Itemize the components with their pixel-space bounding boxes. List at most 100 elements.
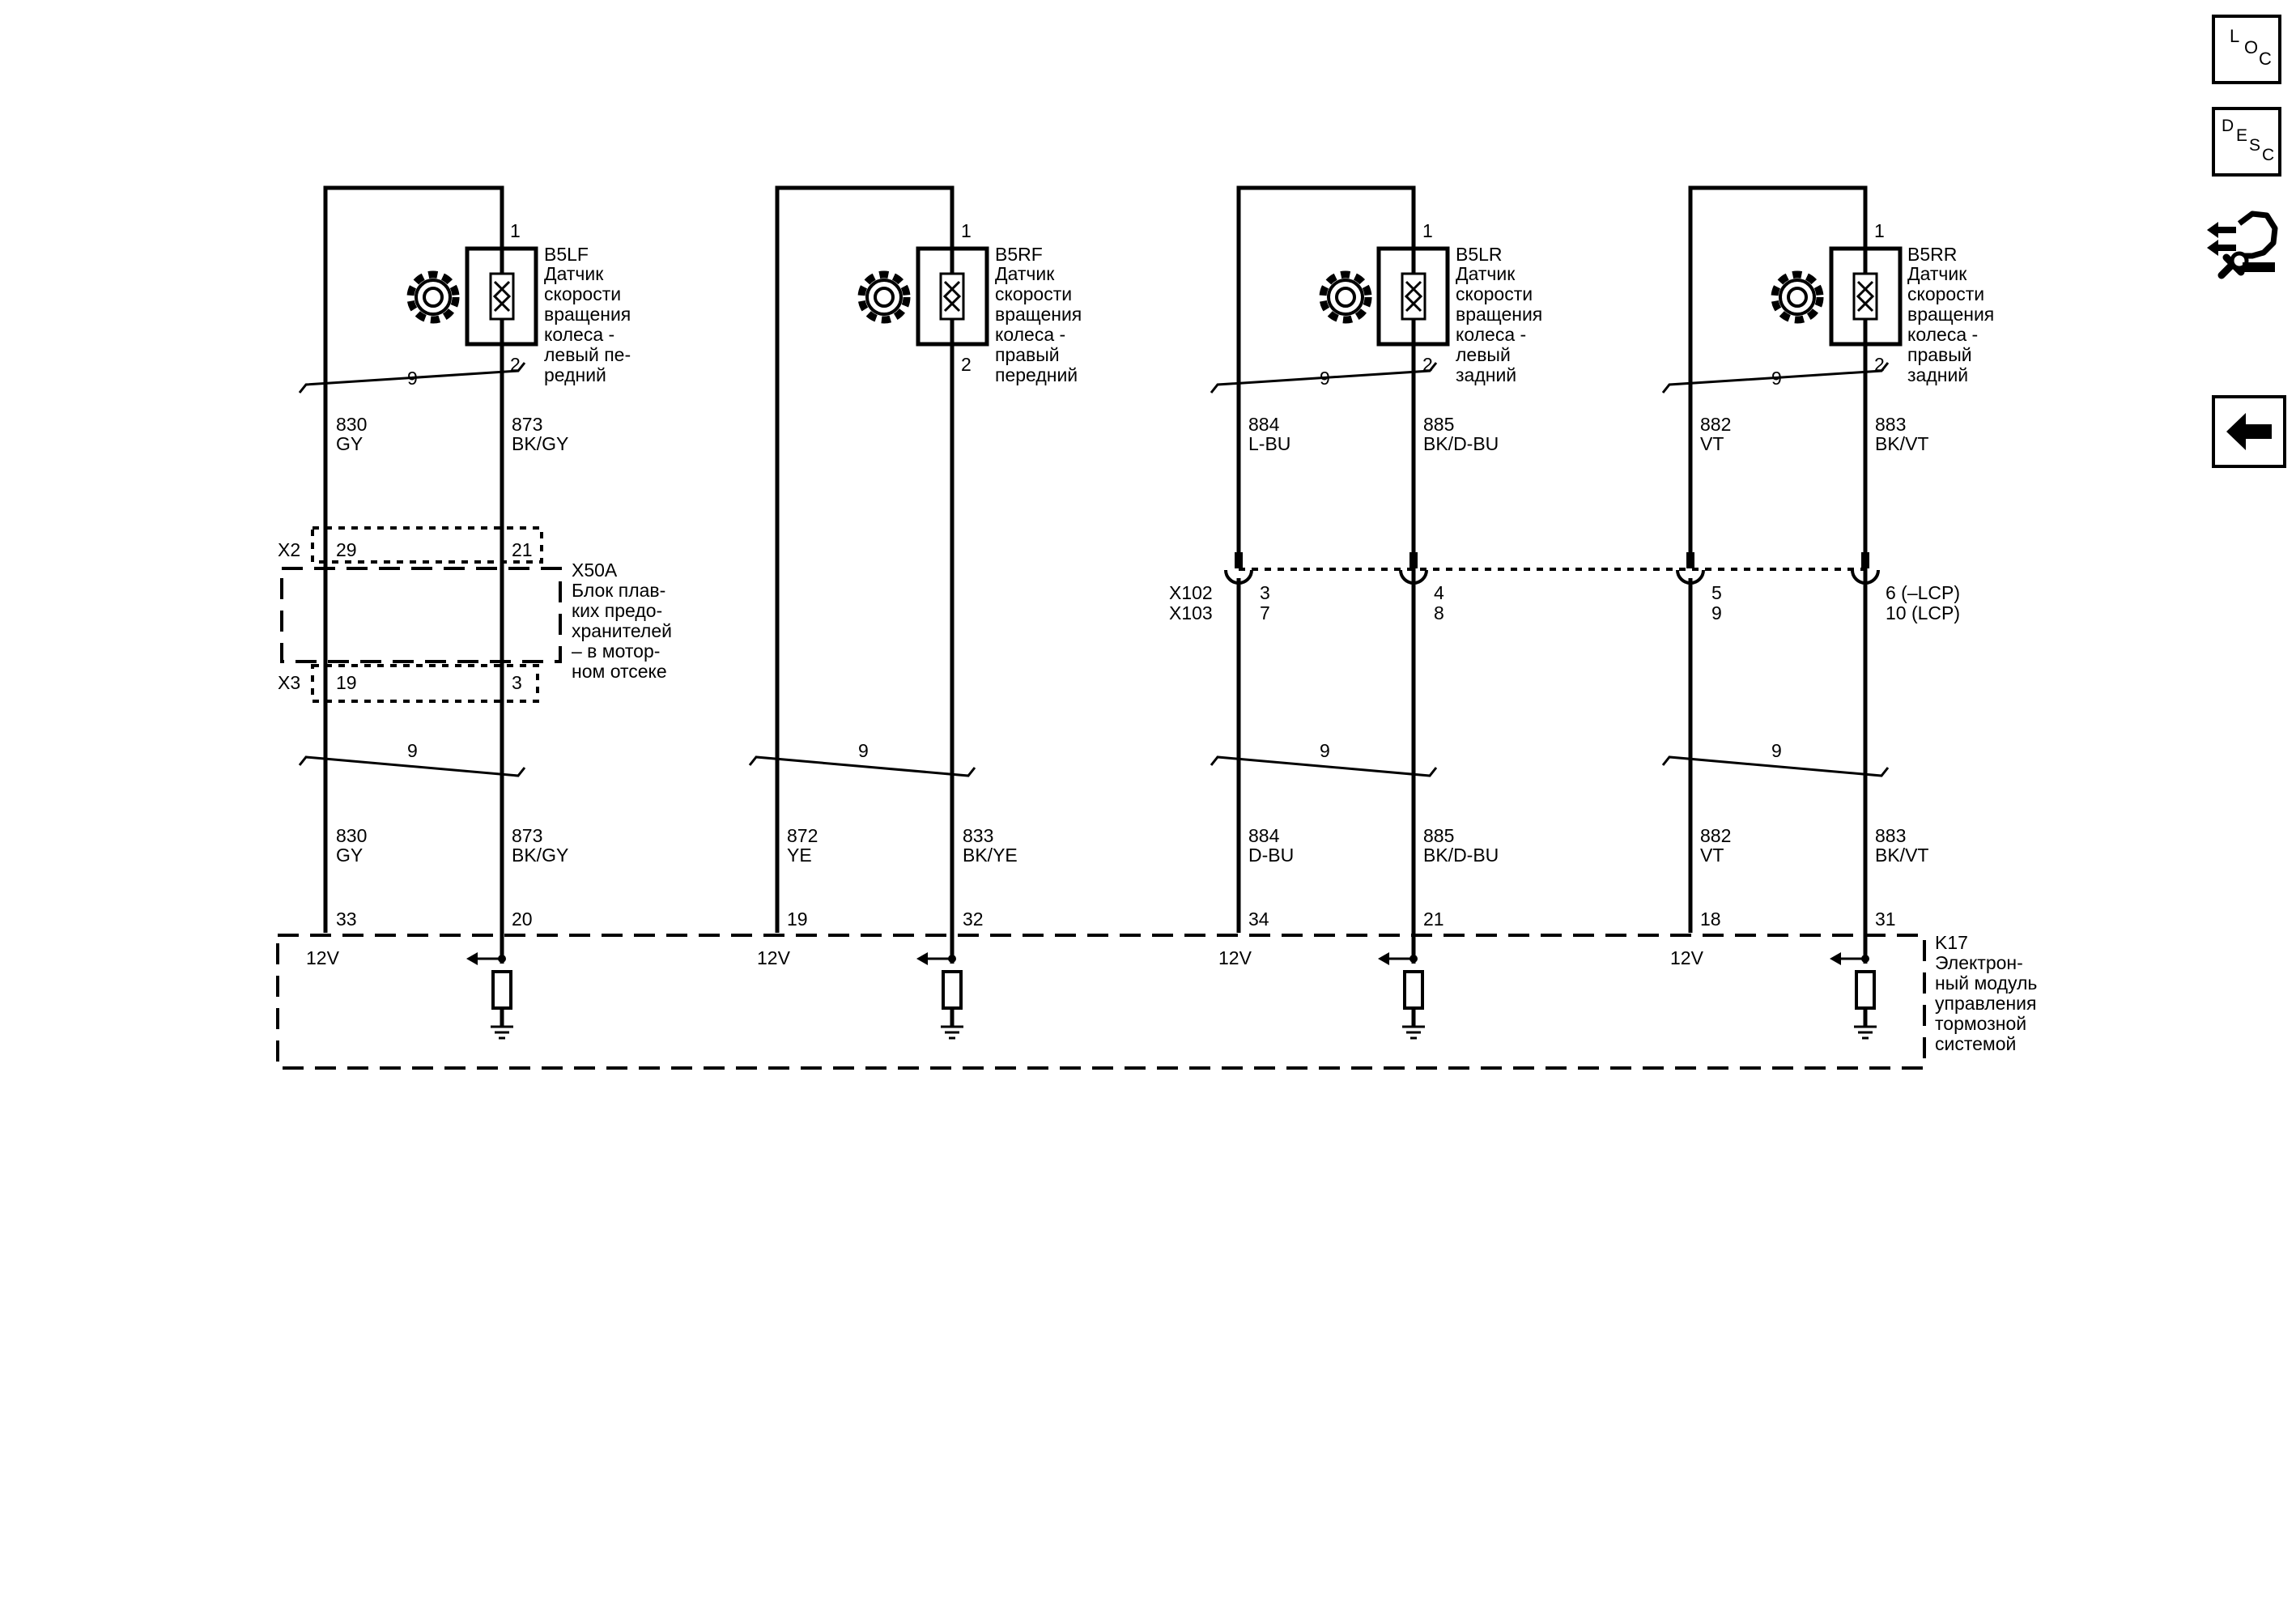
connector-pin: 10 (LCP) [1886,602,1960,623]
sensor-pin-top: 1 [1874,220,1885,241]
voltage-label: 12V [306,947,340,968]
desc-letter: S [2249,136,2260,155]
module-desc: Электрон- ный модуль управления тормозно… [1935,952,2043,1054]
voltage-label: 12V [1218,947,1252,968]
sensor-pin-top: 1 [961,220,972,241]
connector-pin: 9 [1711,602,1722,623]
connector-pin: 29 [336,539,357,560]
connector-pin: 3 [512,672,522,693]
fuse-block-desc: Блок плав- ких предо- хранителей – в мот… [572,580,677,682]
connector-pin: 4 [1434,582,1444,603]
bundle-count: 9 [407,740,418,761]
ground-icon [491,1008,513,1040]
arrow-left-icon [2226,413,2272,450]
wire-color: GY [336,433,363,454]
desc-letter: E [2236,126,2247,145]
sensor-id: B5RF [995,244,1043,265]
wire-number: 883 [1875,825,1906,846]
fuse-block-id: X50A [572,560,618,581]
ground-icon [1854,1008,1877,1040]
circuit-b5lf: 1 2 B5LF Датчик скорости вращения колеса… [278,185,677,1040]
module-pin: 18 [1700,908,1721,930]
wire-number: 833 [963,825,993,846]
connector-pin: 7 [1260,602,1270,623]
back-button[interactable] [2212,395,2286,468]
wire-number: 884 [1248,825,1280,846]
module-pin: 34 [1248,908,1269,930]
connector-pin: 6 (–LCP) [1886,582,1960,603]
inline-connector-x102-x103[interactable] [1224,552,1880,585]
wire-color: BK/D-BU [1423,845,1499,866]
fuse-block-x50a[interactable] [280,526,562,703]
circuit-b5rr: 1 2 B5RR Датчик скорости вращения колеса… [1661,185,1994,1040]
wire-color: BK/GY [512,433,568,454]
wire-number: 830 [336,414,367,435]
bundle-count: 9 [1771,368,1782,389]
ground-icon [1402,1008,1425,1040]
sensor-desc: Датчик скорости вращения колеса - левый … [1456,263,1548,385]
bundle-count: 9 [1320,740,1330,761]
circuit-b5lr: 1 2 B5LR Датчик скорости вращения колеса… [1210,185,1548,1040]
loc-letter: L [2230,26,2239,46]
wire-color: BK/VT [1875,845,1928,866]
connector-tool-button[interactable] [2204,207,2285,280]
ground-icon [941,1008,963,1040]
gear-icon [1771,270,1824,324]
connector-pin: 19 [336,672,357,693]
sensor-pin-top: 1 [510,220,521,241]
connector-label: X2 [278,539,300,560]
wire-number: 873 [512,825,542,846]
module-k17-box[interactable] [276,934,1926,1070]
sensor-desc: Датчик скорости вращения колеса - правый… [995,263,1087,385]
wire-color: L-BU [1248,433,1290,454]
module-pin: 33 [336,908,357,930]
wire-number: 830 [336,825,367,846]
connector-pin: 21 [512,539,533,560]
module-id: K17 [1935,932,1968,953]
wire-number: 884 [1248,414,1280,435]
gear-icon [406,270,460,324]
wire-color: BK/VT [1875,433,1928,454]
connector-pin: 8 [1434,602,1444,623]
wire-color: D-BU [1248,845,1294,866]
module-pin: 20 [512,908,533,930]
bundle-count: 9 [407,368,418,389]
connector-label: X3 [278,672,300,693]
wire-number: 885 [1423,825,1454,846]
bundle-count: 9 [1771,740,1782,761]
sensor-pin-top: 1 [1422,220,1433,241]
circuit-b5rf: 1 2 B5RF Датчик скорости вращения колеса… [748,185,1087,1040]
wire-number: 883 [1875,414,1906,435]
sensor-id: B5LF [544,244,589,265]
module-pin: 19 [787,908,808,930]
wire-color: VT [1700,433,1724,454]
wire-number: 885 [1423,414,1454,435]
location-button[interactable]: L O C [2212,15,2281,84]
sensor-id: B5LR [1456,244,1503,265]
module-pin: 21 [1423,908,1444,930]
wire-color: VT [1700,845,1724,866]
loc-letter: O [2244,37,2258,57]
connector-label: X102 [1169,582,1213,603]
wire-color: GY [336,845,363,866]
connector-pin: 3 [1260,582,1270,603]
wire-number: 872 [787,825,818,846]
wire-color: YE [787,845,812,866]
gear-icon [857,270,911,324]
voltage-label: 12V [1670,947,1704,968]
wire-color: BK/GY [512,845,568,866]
loc-letter: C [2259,49,2272,69]
module-pin: 31 [1875,908,1896,930]
voltage-label: 12V [757,947,791,968]
description-button[interactable]: D E S C [2212,107,2281,177]
connector-label: X103 [1169,602,1213,623]
wire-number: 873 [512,414,542,435]
wire-color: BK/YE [963,845,1018,866]
sensor-desc: Датчик скорости вращения колеса - левый … [544,263,636,385]
wire-number: 882 [1700,414,1731,435]
wire-color: BK/D-BU [1423,433,1499,454]
bundle-count: 9 [858,740,869,761]
desc-letter: D [2222,117,2234,135]
bundle-count: 9 [1320,368,1330,389]
